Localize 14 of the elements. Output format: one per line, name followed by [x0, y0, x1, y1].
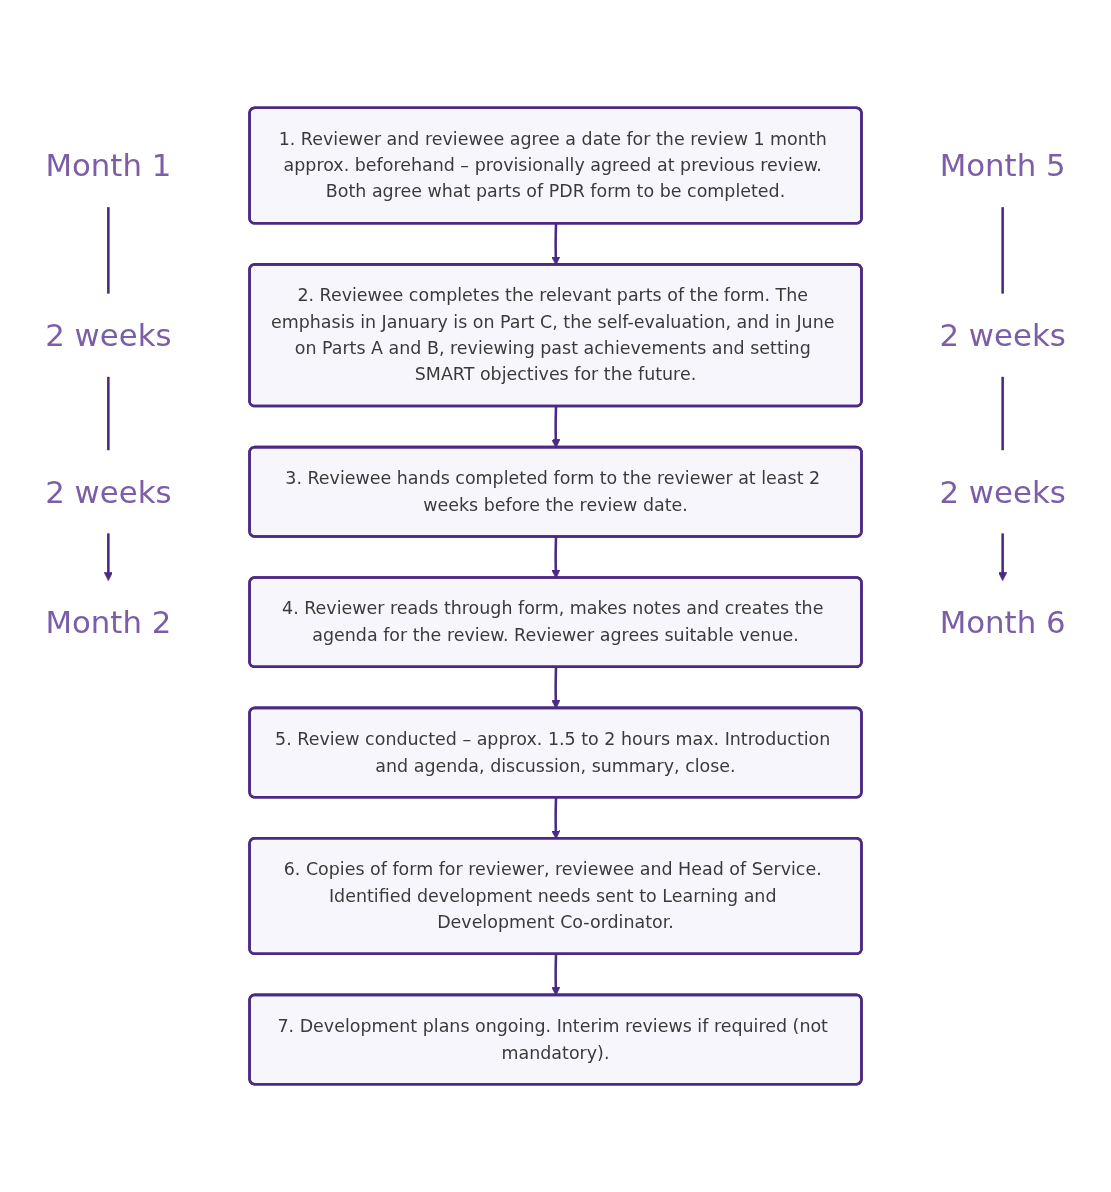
node-text: 2 weeks — [45, 473, 172, 510]
connector — [107, 376, 110, 451]
connector — [1001, 207, 1004, 294]
node-text: Month 6 — [939, 604, 1066, 641]
node-text: Month 1 — [45, 147, 172, 184]
connector — [107, 207, 110, 294]
node-text: 2 weeks — [939, 317, 1066, 354]
arrow — [998, 533, 1008, 581]
connector — [1001, 376, 1004, 451]
arrow — [103, 533, 113, 581]
node-text: Month 2 — [45, 604, 172, 641]
node-text: 2 weeks — [939, 473, 1066, 510]
node-text: 2 weeks — [45, 317, 172, 354]
node-text: Month 5 — [939, 147, 1066, 184]
